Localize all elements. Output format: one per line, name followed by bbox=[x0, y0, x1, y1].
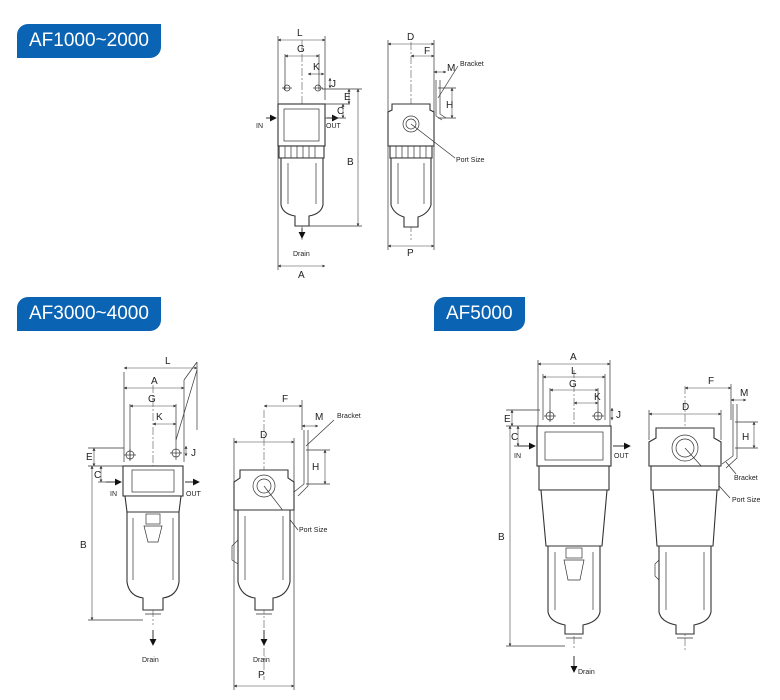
dim-g-af1000: G bbox=[297, 44, 305, 55]
title-af3000-4000: AF3000~4000 bbox=[17, 297, 161, 331]
dim-l-af5000: L bbox=[571, 366, 577, 377]
dim-f-af5000: F bbox=[708, 376, 714, 387]
dim-c-af5000: C bbox=[511, 432, 518, 443]
dim-h-af1000: H bbox=[446, 100, 453, 111]
dim-g-af3000: G bbox=[148, 394, 156, 405]
dim-m-af5000: M bbox=[740, 388, 748, 399]
label-bracket-af3000: Bracket bbox=[337, 413, 361, 420]
label-port-size-af3000: Port Size bbox=[299, 527, 328, 534]
label-out-af3000: OUT bbox=[186, 491, 202, 498]
label-drain-af5000: Drain bbox=[578, 669, 595, 676]
dim-d-af5000: D bbox=[682, 402, 689, 413]
dim-j-af5000: J bbox=[616, 410, 621, 421]
dim-e-af5000: E bbox=[504, 414, 511, 425]
dim-l-af1000: L bbox=[297, 28, 303, 39]
label-port-size-af5000: Port Size bbox=[732, 497, 761, 504]
af1000-side-view: D F M H P Bracket Port Size bbox=[387, 32, 485, 259]
dim-b-af3000: B bbox=[80, 540, 87, 551]
dim-j-af3000: J bbox=[191, 448, 196, 459]
dim-b-af1000: B bbox=[347, 157, 354, 168]
dim-k-af5000: K bbox=[594, 392, 601, 403]
af5000-side-view: D F M H Bracket Port Size bbox=[648, 376, 761, 650]
dim-c-af3000: C bbox=[94, 470, 101, 481]
label-in-af3000: IN bbox=[110, 491, 117, 498]
dim-e-af3000: E bbox=[86, 452, 93, 463]
dim-h-af3000: H bbox=[312, 462, 319, 473]
label-out-af5000: OUT bbox=[614, 453, 630, 460]
label-in-af1000: IN bbox=[256, 123, 263, 130]
af5000-front-view: A L G K J E C B IN OUT Drain bbox=[498, 352, 631, 676]
dim-e-af1000: E bbox=[344, 92, 351, 103]
dim-b-af5000: B bbox=[498, 532, 505, 543]
title-af1000-2000: AF1000~2000 bbox=[17, 24, 161, 58]
label-port-size-af1000: Port Size bbox=[456, 157, 485, 164]
dim-d-af3000: D bbox=[260, 430, 267, 441]
dim-j-af1000: J bbox=[331, 79, 336, 90]
dim-m-af1000: M bbox=[447, 63, 455, 74]
dim-c-af1000: C bbox=[337, 106, 344, 117]
label-drain-af3000-side: Drain bbox=[253, 657, 270, 664]
af1000-front-view: L G K J C E B A IN OUT Drain bbox=[256, 28, 362, 281]
dim-h-af5000: H bbox=[742, 432, 749, 443]
af3000-front-view: L A G K J E C B IN OUT Drain bbox=[80, 356, 202, 664]
dim-l-af3000: L bbox=[165, 356, 171, 367]
label-in-af5000: IN bbox=[514, 453, 521, 460]
label-drain-af3000: Drain bbox=[142, 657, 159, 664]
dim-k-af3000: K bbox=[156, 412, 163, 423]
dim-f-af3000: F bbox=[282, 394, 288, 405]
dim-a-af1000: A bbox=[298, 270, 305, 281]
label-bracket-af5000: Bracket bbox=[734, 475, 758, 482]
dim-p-af3000: P bbox=[258, 670, 265, 681]
label-out-af1000: OUT bbox=[326, 123, 342, 130]
dim-a-af5000: A bbox=[570, 352, 577, 363]
dim-d-af1000: D bbox=[407, 32, 414, 43]
dim-a-af3000: A bbox=[151, 376, 158, 387]
dim-p-af1000: P bbox=[407, 248, 414, 259]
label-bracket-af1000: Bracket bbox=[460, 61, 484, 68]
dim-k-af1000: K bbox=[313, 62, 320, 73]
dim-f-af1000: F bbox=[424, 46, 430, 57]
dim-g-af5000: G bbox=[569, 379, 577, 390]
af3000-side-view: D F M H P Bracket Port Size Drain bbox=[231, 394, 361, 690]
dim-m-af3000: M bbox=[315, 412, 323, 423]
label-drain-af1000: Drain bbox=[293, 251, 310, 258]
title-af5000: AF5000 bbox=[434, 297, 525, 331]
